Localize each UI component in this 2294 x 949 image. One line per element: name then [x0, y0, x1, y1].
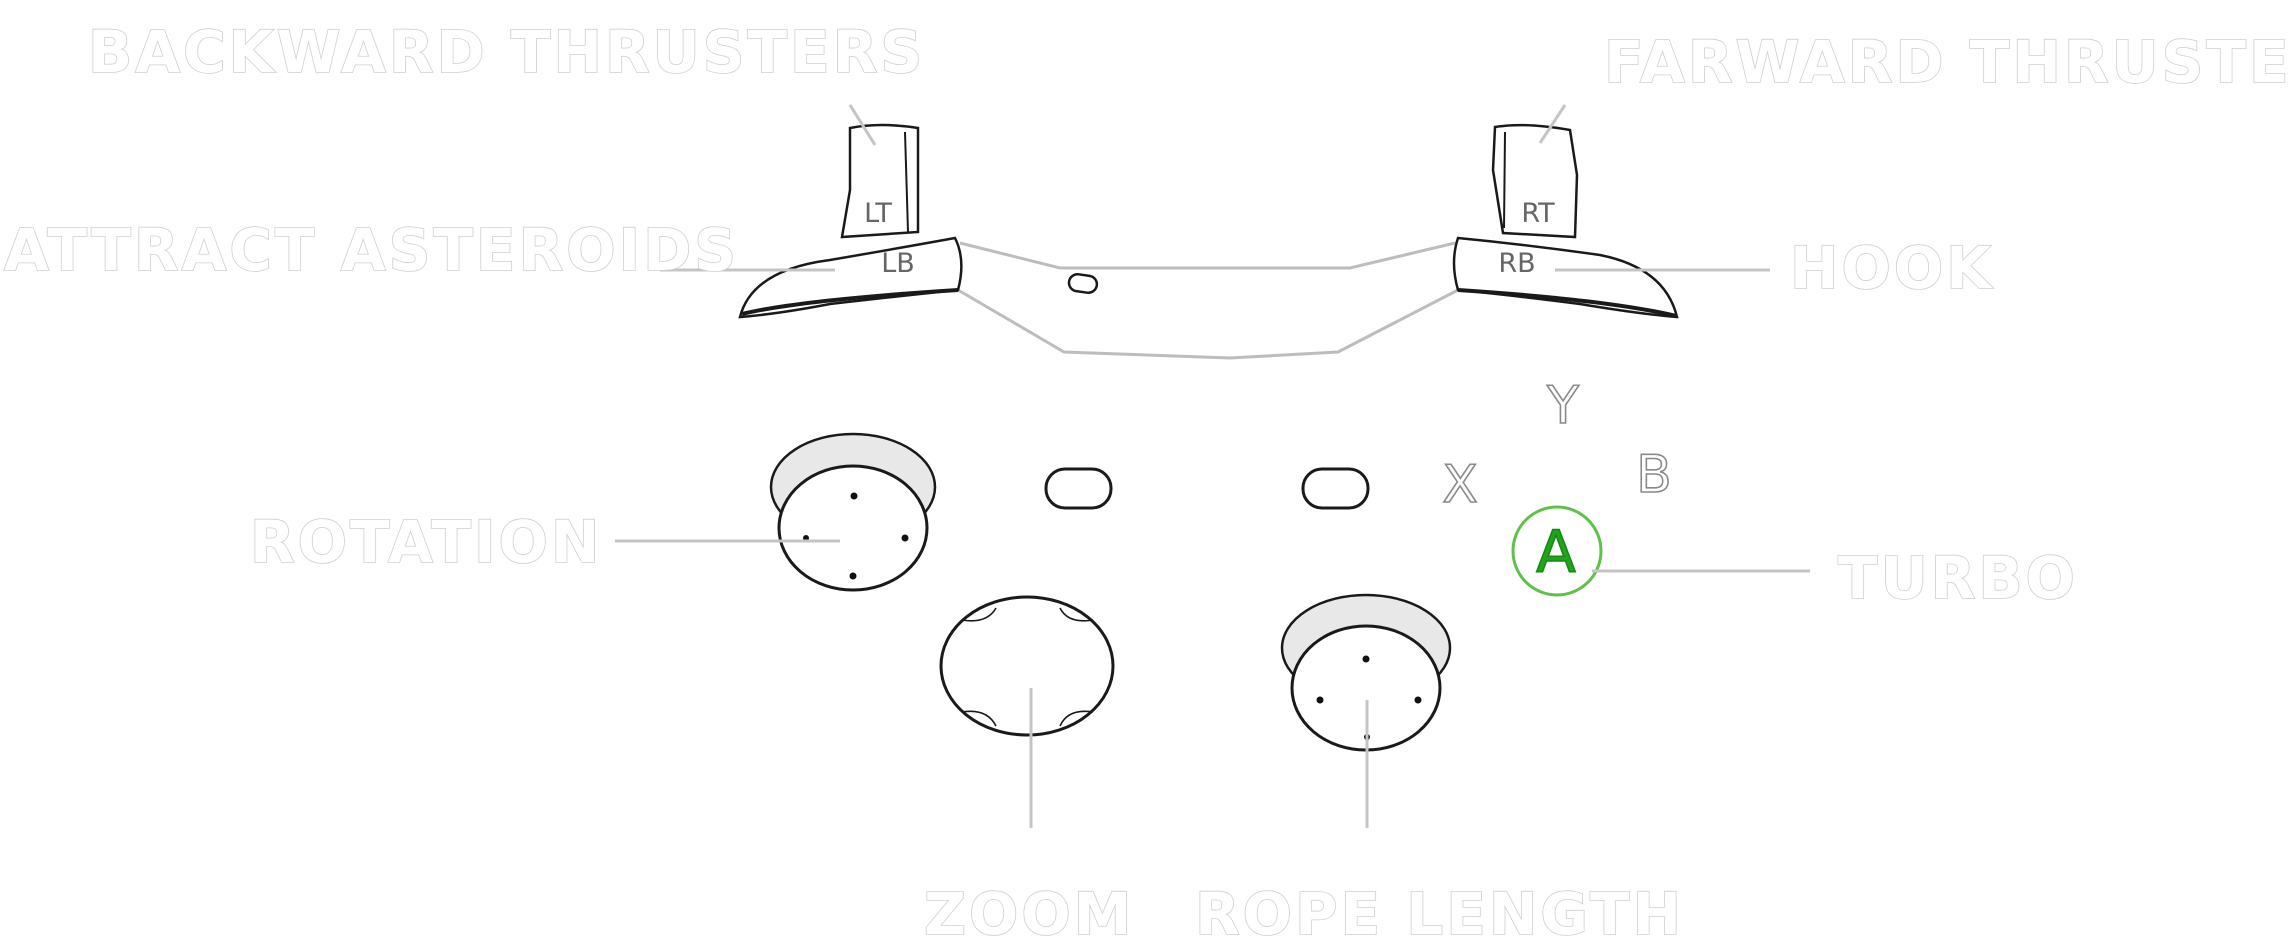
- forward-thrusters-label: FARWARD THRUSTERS: [1604, 28, 2294, 96]
- hook-label: HOOK: [1790, 234, 1994, 302]
- left-thumbstick[interactable]: [769, 432, 937, 592]
- lb-label: LB: [881, 248, 915, 279]
- rope-length-label: ROPE LENGTH: [1195, 880, 1684, 948]
- zoom-label: ZOOM: [924, 880, 1134, 948]
- menu-button[interactable]: [1301, 467, 1370, 510]
- lt-label: LT: [864, 198, 892, 229]
- leader-lines: [615, 104, 1810, 828]
- right-thumbstick[interactable]: [1280, 593, 1452, 752]
- turbo-label: TURBO: [1838, 544, 2078, 612]
- y-button[interactable]: Y: [1545, 375, 1580, 437]
- right-trigger[interactable]: RT: [1491, 123, 1579, 239]
- rt-label: RT: [1521, 198, 1555, 229]
- left-bumper[interactable]: LB: [738, 236, 963, 319]
- left-trigger[interactable]: LT: [840, 123, 920, 239]
- right-bumper[interactable]: RB: [1452, 236, 1679, 319]
- controller-body: [957, 241, 1459, 360]
- rb-label: RB: [1498, 248, 1535, 279]
- b-button[interactable]: B: [1635, 444, 1672, 506]
- view-button[interactable]: [1044, 467, 1113, 510]
- a-button-label: A: [1536, 518, 1576, 586]
- x-button[interactable]: X: [1441, 454, 1478, 516]
- rotation-label: ROTATION: [250, 508, 602, 576]
- backward-thrusters-label: BACKWARD THRUSTERS: [88, 18, 925, 86]
- d-pad[interactable]: [939, 595, 1115, 737]
- a-button[interactable]: A: [1511, 505, 1603, 597]
- view-small-button[interactable]: [1067, 272, 1099, 295]
- attract-asteroids-label: ATTRACT ASTEROIDS: [4, 216, 739, 284]
